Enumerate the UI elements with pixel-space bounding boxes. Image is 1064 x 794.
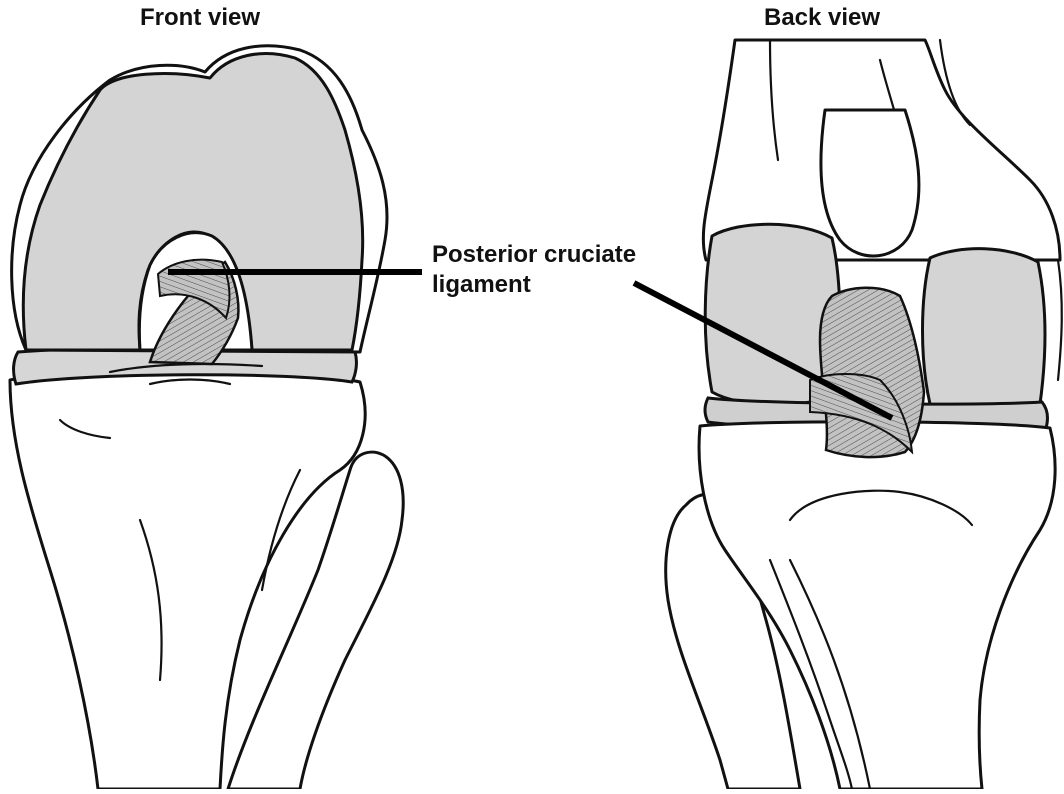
callout-line-2: ligament — [432, 270, 636, 300]
back-lateral-condyle — [923, 249, 1046, 412]
front-view-title: Front view — [140, 4, 260, 32]
front-view-knee — [10, 46, 403, 789]
back-view-knee — [666, 40, 1062, 789]
ligament-callout-label: Posterior cruciate ligament — [432, 240, 636, 300]
back-femur-notch — [821, 110, 919, 256]
back-view-title: Back view — [764, 4, 880, 32]
callout-line-1: Posterior cruciate — [432, 240, 636, 270]
